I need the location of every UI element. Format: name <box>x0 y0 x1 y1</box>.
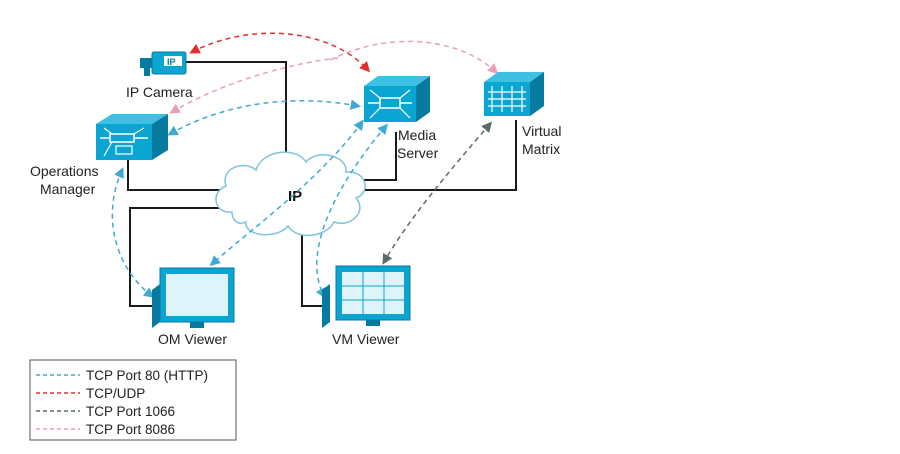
operations-manager-label-line2: Manager <box>40 181 96 197</box>
operations-manager: Operations Manager <box>30 114 168 197</box>
conn-http-media-omviewer <box>209 119 364 267</box>
legend-item: TCP Port 1066 <box>36 404 175 419</box>
legend-item: TCP Port 8086 <box>36 422 175 437</box>
vm-viewer-monitor-icon <box>322 265 411 328</box>
conn-http-ops-media <box>167 99 362 136</box>
legend-box <box>29 359 237 441</box>
conn-8086-media-matrix <box>329 40 499 75</box>
om-viewer: OM Viewer <box>152 267 235 347</box>
conn-tcp-udp-camera-media <box>189 32 371 73</box>
protocol-connections <box>111 32 499 299</box>
legend: TCP Port 80 (HTTP) TCP/UDP TCP Port 1066… <box>29 359 237 441</box>
media-server: Media Server <box>364 76 439 161</box>
camera-icon: IP <box>140 51 187 76</box>
media-server-icon <box>364 76 430 122</box>
legend-item: TCP/UDP <box>36 386 145 401</box>
link-ops-manager <box>127 160 232 191</box>
virtual-matrix-icon <box>484 72 544 116</box>
ip-camera: IP IP Camera <box>126 51 193 100</box>
conn-http-media-vmviewer <box>315 123 389 299</box>
conn-http-ops-omviewer <box>111 167 155 298</box>
vm-viewer: VM Viewer <box>322 265 411 347</box>
vm-viewer-label: VM Viewer <box>332 331 400 347</box>
media-server-label-line2: Server <box>397 145 439 161</box>
legend-label: TCP Port 8086 <box>86 422 175 437</box>
ip-cloud: IP <box>215 151 366 237</box>
ip-camera-label: IP Camera <box>126 84 193 100</box>
operations-manager-icon <box>96 114 168 160</box>
ip-cloud-label: IP <box>288 188 302 205</box>
operations-manager-label-line1: Operations <box>30 163 98 179</box>
conn-1066-matrix-vmviewer <box>382 121 493 265</box>
legend-label: TCP Port 1066 <box>86 404 175 419</box>
media-server-label-line1: Media <box>398 127 436 143</box>
legend-item: TCP Port 80 (HTTP) <box>36 368 208 383</box>
legend-label: TCP Port 80 (HTTP) <box>86 368 208 383</box>
link-camera <box>186 61 287 160</box>
virtual-matrix: Virtual Matrix <box>484 72 561 157</box>
om-viewer-label: OM Viewer <box>158 331 227 347</box>
link-media-server <box>355 132 397 181</box>
om-viewer-monitor-icon <box>152 267 235 328</box>
camera-badge: IP <box>167 57 176 67</box>
legend-label: TCP/UDP <box>86 386 145 401</box>
virtual-matrix-label-line2: Matrix <box>522 141 560 157</box>
virtual-matrix-label-line1: Virtual <box>522 123 561 139</box>
